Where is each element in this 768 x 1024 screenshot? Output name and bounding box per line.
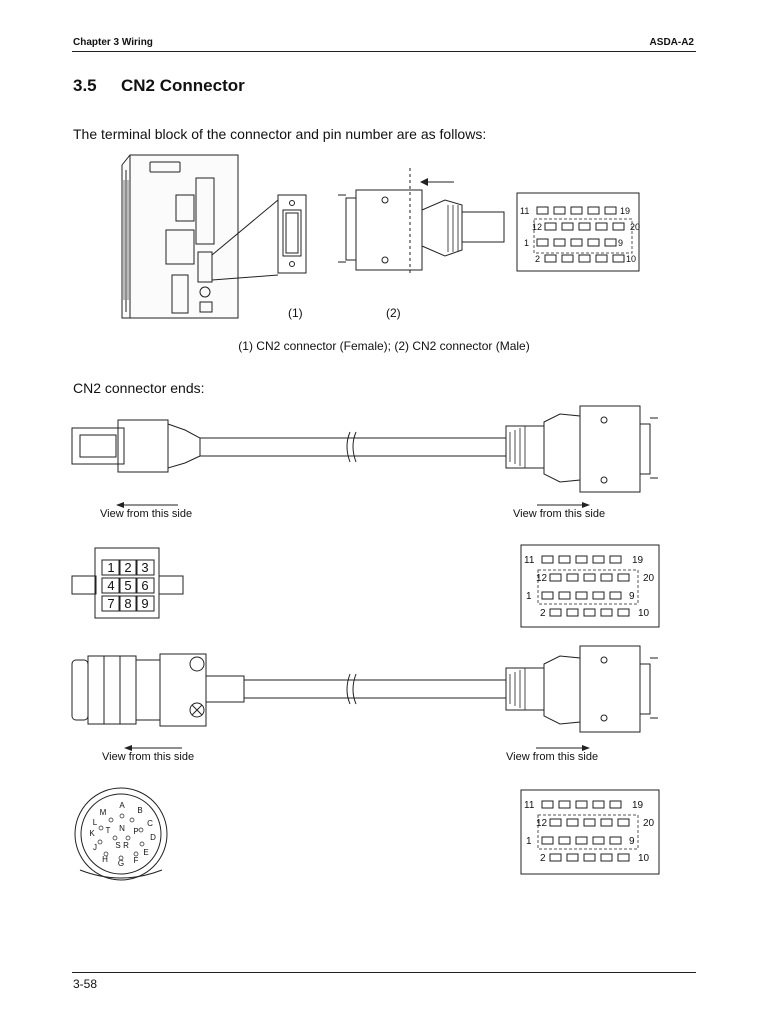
pin-label-2: 2 — [535, 254, 540, 264]
pin-label-9: 9 — [618, 238, 623, 248]
pin-label-2-b: 2 — [540, 608, 546, 619]
plug-b-pin-r: R — [123, 841, 129, 850]
intro-paragraph: The terminal block of the connector and … — [73, 126, 487, 142]
pin-label-19: 19 — [620, 206, 630, 216]
section-heading: 3.5 CN2 Connector — [73, 76, 245, 96]
plug-b-pin-k: K — [89, 829, 95, 838]
pin-label-11-c: 11 — [524, 800, 535, 811]
header-chapter: Chapter 3 Wiring — [73, 37, 153, 48]
pin-label-1: 1 — [524, 238, 529, 248]
view-label-left-1: View from this side — [100, 508, 193, 520]
plug-a-pin-5: 5 — [124, 578, 131, 593]
footer-rule — [72, 972, 696, 973]
pin-label-12-b: 12 — [536, 573, 548, 584]
plug-b-face: A B C D E F G H J K L M N P R S T 11 19 … — [74, 787, 660, 881]
plug-b-pin-j: J — [93, 843, 97, 852]
plug-b-pin-g: G — [118, 859, 124, 868]
pin-label-2-c: 2 — [540, 853, 546, 864]
plug-b-pin-n: N — [119, 824, 125, 833]
pin-label-10: 10 — [626, 254, 636, 264]
plug-a-pin-7: 7 — [107, 596, 114, 611]
plug-b-pin-b: B — [137, 806, 142, 815]
cable-2-diagram — [71, 645, 658, 751]
plug-b-pin-e: E — [143, 848, 148, 857]
plug-a-pin-8: 8 — [124, 596, 131, 611]
pin-label-12: 12 — [532, 222, 542, 232]
section-number: 3.5 — [73, 76, 97, 95]
plug-a-pin-9: 9 — [141, 596, 148, 611]
plug-b-pin-h: H — [102, 855, 108, 864]
pin-label-1-c: 1 — [526, 836, 532, 847]
pin-label-10-c: 10 — [638, 853, 650, 864]
pin-label-10-b: 10 — [638, 608, 650, 619]
pin-label-12-c: 12 — [536, 818, 548, 829]
plug-a-pin-3: 3 — [141, 560, 148, 575]
plug-a-pin-2: 2 — [124, 560, 131, 575]
section-title: CN2 Connector — [121, 76, 245, 95]
pin-label-9-b: 9 — [629, 591, 635, 602]
header-model: ASDA-A2 — [649, 37, 694, 48]
plug-b-pin-m: M — [100, 808, 107, 817]
plug-b-pin-t: T — [106, 826, 111, 835]
plug-b-pin-c: C — [147, 819, 153, 828]
header-rule — [72, 51, 696, 52]
cable-1-diagram — [71, 405, 658, 508]
plug-b-pin-a: A — [119, 801, 125, 810]
pin-label-19-b: 19 — [632, 555, 644, 566]
view-label-left-2: View from this side — [102, 751, 195, 763]
figure-label-2: (2) — [386, 306, 401, 320]
plug-b-pin-l: L — [93, 818, 98, 827]
pin-label-11-b: 11 — [524, 555, 535, 566]
view-label-right-2: View from this side — [506, 751, 599, 763]
pin-label-20-c: 20 — [643, 818, 655, 829]
plug-a-pin-1: 1 — [107, 560, 114, 575]
plug-a-face: 1 2 3 4 5 6 7 8 9 11 19 12 20 1 9 2 10 — [71, 544, 660, 628]
pin-label-19-c: 19 — [632, 800, 644, 811]
pin-label-11: 11 — [520, 206, 529, 216]
plug-b-pin-f: F — [134, 856, 139, 865]
pin-label-20-b: 20 — [643, 573, 655, 584]
figure-caption: (1) CN2 connector (Female); (2) CN2 conn… — [238, 339, 530, 353]
plug-a-pin-6: 6 — [141, 578, 148, 593]
figure-label-1: (1) — [288, 306, 303, 320]
plug-b-pin-p: P — [133, 827, 138, 836]
page-number: 3-58 — [73, 977, 98, 991]
view-label-right-1: View from this side — [513, 508, 606, 520]
plug-b-pin-d: D — [150, 833, 156, 842]
pin-label-9-c: 9 — [629, 836, 635, 847]
ends-paragraph: CN2 connector ends: — [73, 380, 205, 396]
pin-label-1-b: 1 — [526, 591, 532, 602]
servo-drive-figure: 11 19 12 20 1 9 2 10 (1) (2) — [121, 154, 640, 320]
plug-b-pin-s: S — [115, 841, 120, 850]
plug-a-pin-4: 4 — [107, 578, 114, 593]
pin-label-20: 20 — [630, 222, 640, 232]
